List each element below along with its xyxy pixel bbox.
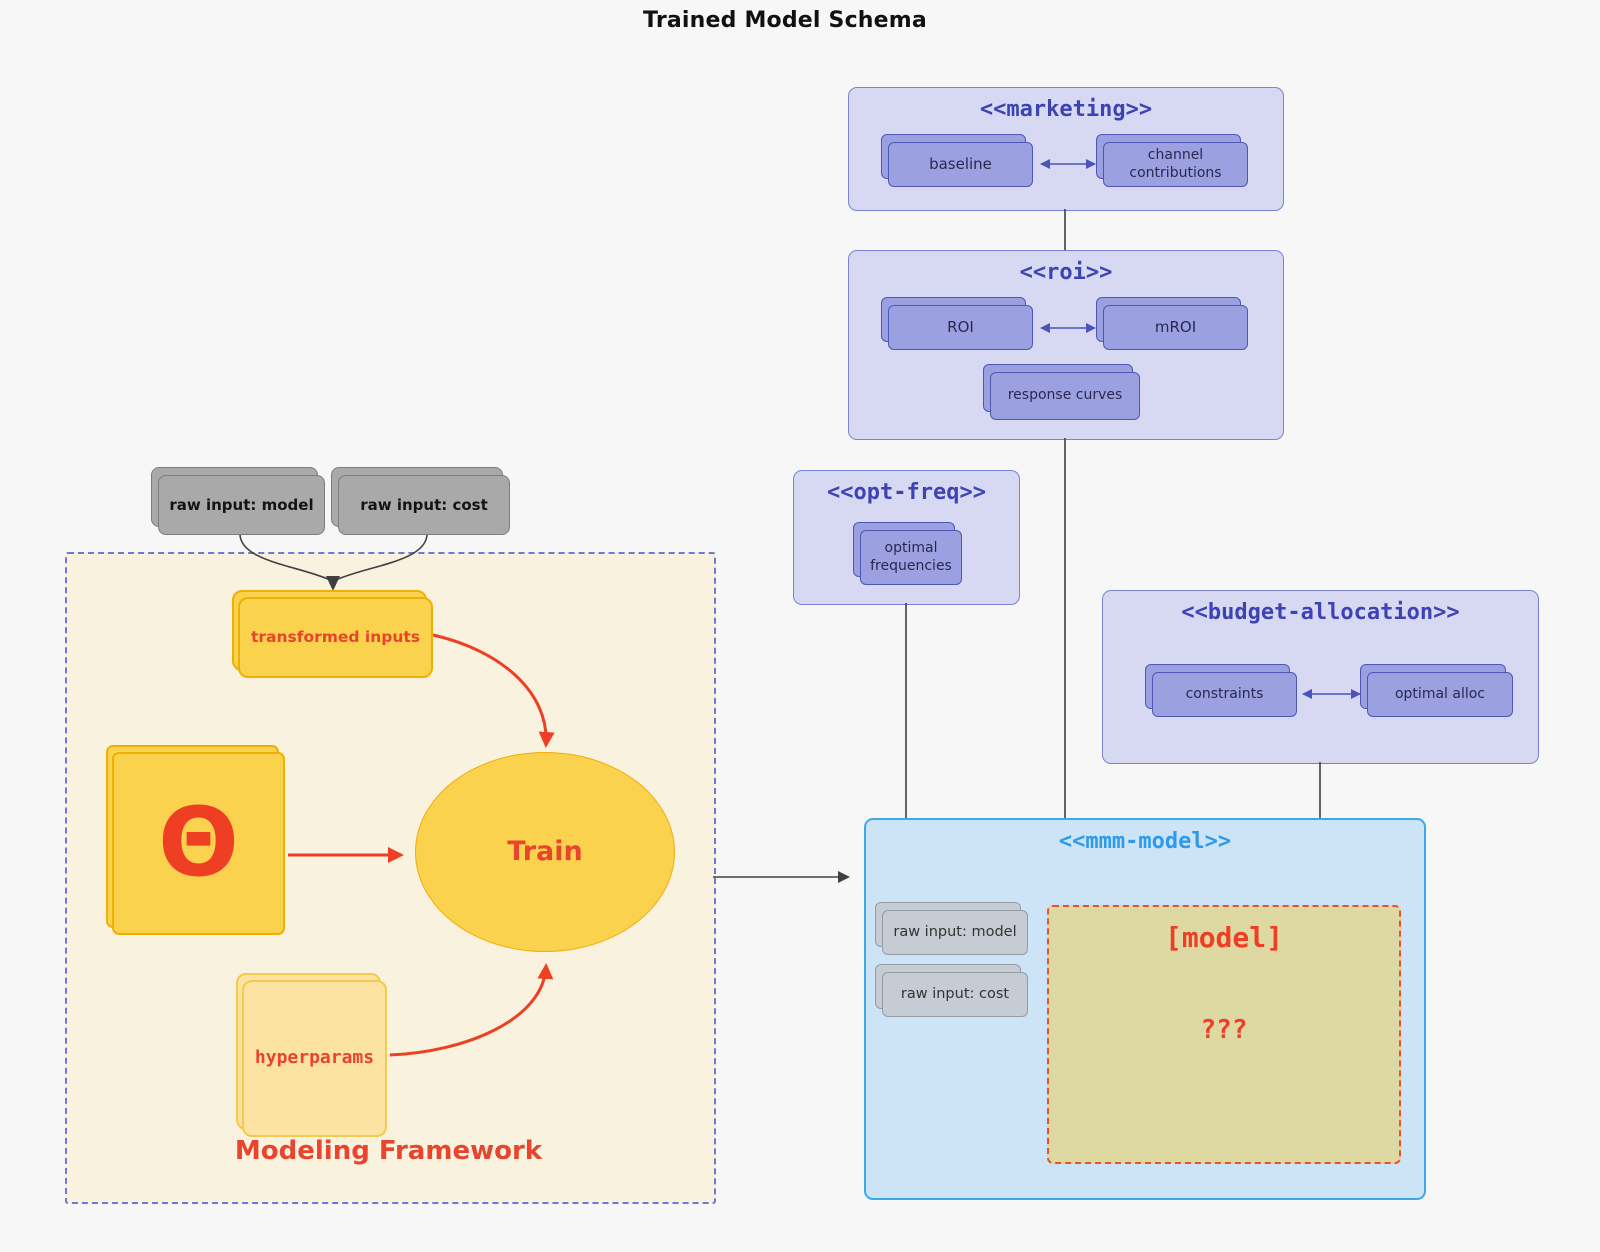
node-constraints-label: constraints bbox=[1185, 685, 1264, 702]
node-mmm-raw-input-model-label: raw input: model bbox=[893, 924, 1017, 941]
node-channel-contributions-label: channel contributions bbox=[1129, 147, 1222, 181]
node-mroi-label: mROI bbox=[1154, 318, 1197, 337]
node-raw-input-model: raw input: model bbox=[151, 467, 325, 535]
node-hyperparams: hyperparams bbox=[236, 973, 387, 1137]
node-train: Train bbox=[415, 752, 675, 952]
node-transformed-inputs-label: transformed inputs bbox=[250, 627, 421, 646]
node-theta-label: Θ bbox=[158, 788, 239, 899]
node-optimal-frequencies-label: optimal frequencies bbox=[870, 540, 952, 574]
subgraph-budget-allocation-title: <<budget-allocation>> bbox=[1181, 600, 1460, 625]
node-mmm-raw-input-cost-label: raw input: cost bbox=[900, 986, 1010, 1003]
subgraph-marketing-title: <<marketing>> bbox=[979, 97, 1153, 122]
node-baseline-label: baseline bbox=[929, 155, 992, 174]
subgraph-opt-freq-title: <<opt-freq>> bbox=[827, 480, 986, 505]
model-placeholder-label: [model] bbox=[1164, 921, 1283, 954]
node-constraints: constraints bbox=[1145, 664, 1297, 717]
model-unknown-label: ??? bbox=[1200, 1015, 1248, 1045]
node-baseline: baseline bbox=[881, 134, 1033, 187]
node-mmm-raw-input-cost: raw input: cost bbox=[875, 964, 1028, 1017]
diagram-title: Trained Model Schema bbox=[643, 8, 927, 33]
node-roi-label: ROI bbox=[947, 318, 974, 337]
node-response-curves-label: response curves bbox=[1007, 387, 1123, 404]
node-raw-input-cost: raw input: cost bbox=[331, 467, 510, 535]
model-placeholder-box: [model] ??? bbox=[1047, 905, 1401, 1164]
node-hyperparams-label: hyperparams bbox=[254, 1047, 375, 1069]
node-mroi: mROI bbox=[1096, 297, 1248, 350]
node-optimal-frequencies: optimal frequencies bbox=[853, 522, 962, 585]
node-response-curves: response curves bbox=[983, 364, 1140, 420]
node-theta: Θ bbox=[106, 745, 285, 935]
node-train-label: Train bbox=[507, 836, 583, 868]
node-channel-contributions: channel contributions bbox=[1096, 134, 1248, 187]
node-mmm-raw-input-model: raw input: model bbox=[875, 902, 1028, 955]
modeling-framework-label: Modeling Framework bbox=[234, 1136, 543, 1166]
subgraph-roi-title: <<roi>> bbox=[1019, 260, 1113, 285]
node-raw-input-model-label: raw input: model bbox=[169, 495, 314, 514]
node-roi: ROI bbox=[881, 297, 1033, 350]
node-raw-input-cost-label: raw input: cost bbox=[360, 495, 488, 514]
node-optimal-alloc-label: optimal alloc bbox=[1394, 685, 1485, 702]
node-transformed-inputs: transformed inputs bbox=[232, 590, 433, 678]
subgraph-mmm-model-title: <<mmm-model>> bbox=[1058, 829, 1232, 854]
node-optimal-alloc: optimal alloc bbox=[1360, 664, 1513, 717]
